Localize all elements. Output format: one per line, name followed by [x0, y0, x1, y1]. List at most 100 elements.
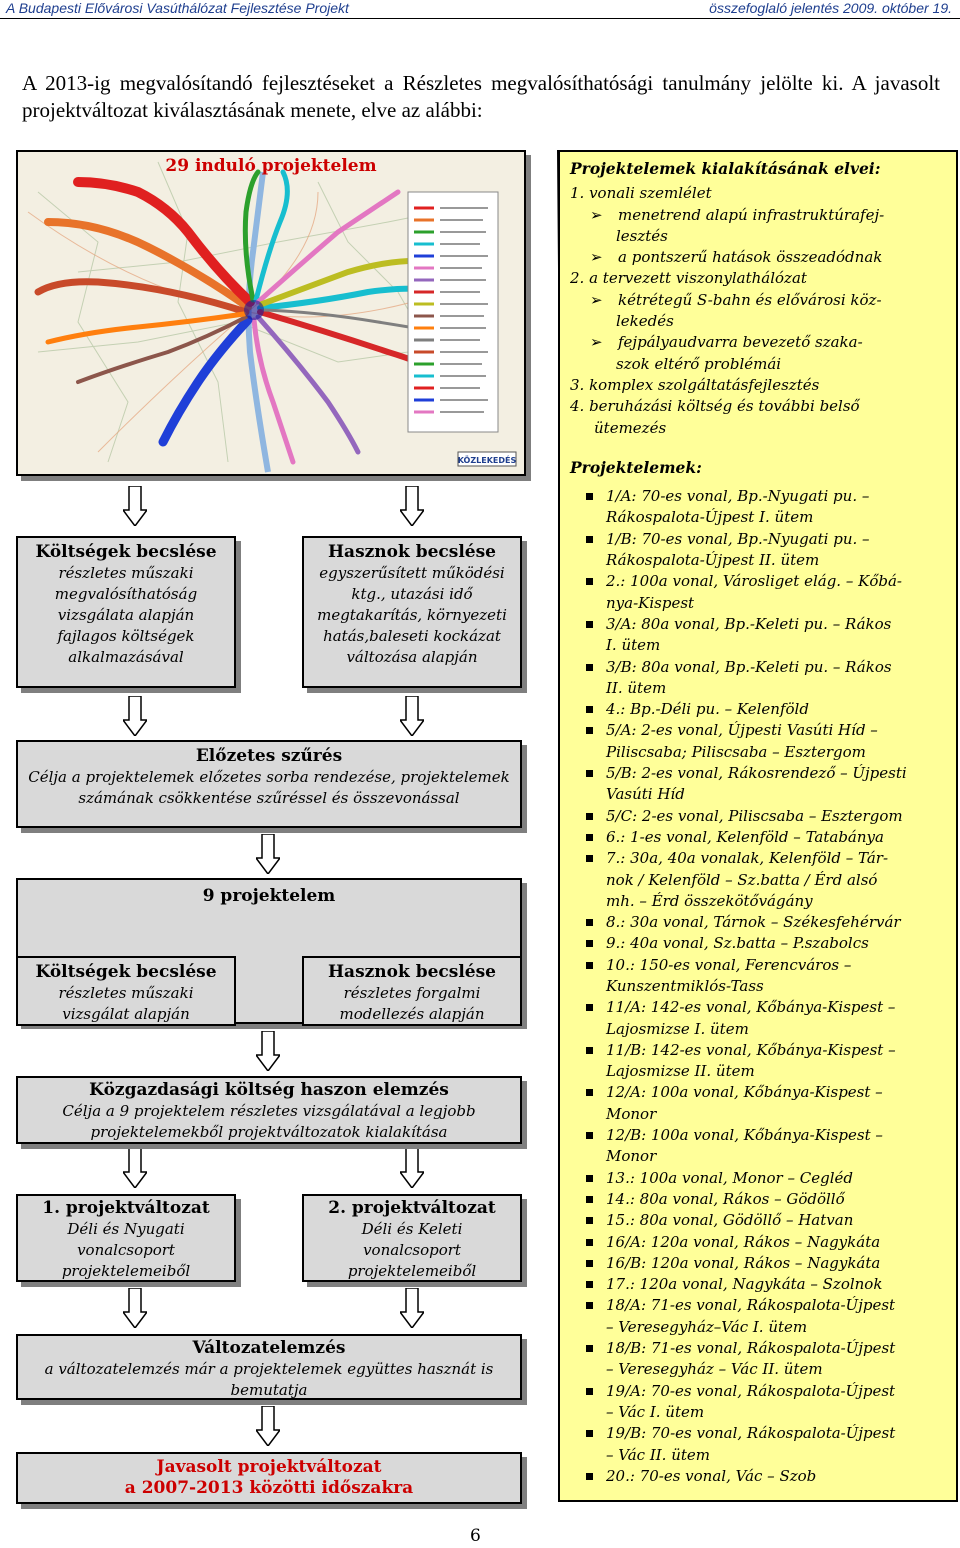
variant-1-box: 1. projektváltozat Déli és Nyugati vonal… [16, 1194, 236, 1282]
principles-panel: Projektelemek kialakításának elvei: 1. v… [558, 150, 958, 1502]
list-item: 2.: 100a vonal, Városliget elág. – Kőbá-… [570, 571, 946, 614]
list-item-line: Piliscsaba; Piliscsaba – Esztergom [606, 742, 866, 761]
list-item: 10.: 150-es vonal, Ferencváros – Kunszent… [570, 955, 946, 998]
page-header: A Budapesti Elővárosi Vasúthálózat Fejle… [0, 0, 960, 19]
arrow-down-icon [400, 1148, 424, 1188]
list-item: 16/B: 120a vonal, Rákos – Nagykáta [570, 1253, 946, 1274]
railway-network-map: KÖZLEKEDÉS [18, 152, 524, 474]
list-item-line: 10.: 150-es vonal, Ferencváros – [606, 955, 852, 974]
list-item: 14.: 80a vonal, Rákos – Gödöllő [570, 1189, 946, 1210]
list-item: 18/A: 71-es vonal, Rákospalota-Újpest– V… [570, 1295, 946, 1338]
recommended-variant-box: Javasolt projektváltozat a 2007-2013 köz… [16, 1452, 522, 1504]
list-item-line: Lajosmizse I. ütem [606, 1019, 749, 1038]
cost-estimate-2-text: részletes műszaki vizsgálat alapján [58, 984, 194, 1023]
cost-estimate-text: részletes műszaki megvalósíthatóság vizs… [54, 564, 198, 666]
variant-analysis-text: a változatelemzés már a projektelemek eg… [44, 1360, 494, 1399]
list-item-line: 19/A: 70-es vonal, Rákospalota-Újpest [606, 1381, 896, 1400]
list-item: 15.: 80a vonal, Gödöllő – Hatvan [570, 1210, 946, 1231]
principle-2a-cont: lekedés [616, 312, 674, 331]
list-item: 1/A: 70-es vonal, Bp.-Nyugati pu. – Rákos… [570, 486, 946, 529]
list-item-line: 1/B: 70-es vonal, Bp.-Nyugati pu. – [606, 529, 870, 548]
list-item-line: 20.: 70-es vonal, Vác – Szob [606, 1466, 817, 1485]
list-item-line: 13.: 100a vonal, Monor – Cegléd [606, 1168, 853, 1187]
list-item-line: 15.: 80a vonal, Gödöllő – Hatvan [606, 1211, 854, 1230]
list-item-line: 5/C: 2-es vonal, Piliscsaba – Esztergom [606, 806, 903, 825]
list-item-line: II. ütem [606, 678, 667, 697]
list-item: 5/C: 2-es vonal, Piliscsaba – Esztergom [570, 806, 946, 827]
project-map: 29 induló projektelem [16, 150, 526, 476]
header-report-date: összefoglaló jelentés 2009. október 19. [709, 0, 952, 16]
nine-elements-title: 9 projektelem [202, 886, 336, 906]
list-item-line: 7.: 30a, 40a vonalak, Kelenföld – Tár- [606, 849, 889, 868]
variant-analysis-title: Változatelemzés [192, 1338, 346, 1358]
list-item: 7.: 30a, 40a vonalak, Kelenföld – Tár-no… [570, 848, 946, 912]
list-item-line: nya-Kispest [606, 593, 695, 612]
list-item-line: 3/B: 80a vonal, Bp.-Keleti pu. – Rákos [606, 657, 892, 676]
elements-heading: Projektelemek: [570, 457, 702, 477]
principle-2b: ➢fejpályaudvarra bevezető szaka- [570, 332, 946, 353]
arrow-down-icon [123, 696, 147, 736]
pre-filter-box: Előzetes szűrés Célja a projektelemek el… [16, 740, 522, 828]
list-item-line: 18/A: 71-es vonal, Rákospalota-Újpest [606, 1296, 896, 1315]
pre-filter-title: Előzetes szűrés [195, 746, 343, 766]
list-item-line: nok / Kelenföld – Sz.batta / Érd alsó [606, 870, 878, 889]
arrow-bullet-icon: ➢ [590, 248, 603, 267]
list-item: 12/B: 100a vonal, Kőbánya-Kispest – Monor [570, 1125, 946, 1168]
list-item: 17.: 120a vonal, Nagykáta – Szolnok [570, 1274, 946, 1295]
arrow-down-icon [123, 486, 147, 526]
list-item-line: – Vác II. ütem [606, 1445, 711, 1464]
recommended-variant-line-1: Javasolt projektváltozat [156, 1457, 382, 1477]
list-item-line: Rákospalota-Újpest II. ütem [606, 551, 820, 570]
list-item: 8.: 30a vonal, Tárnok – Székesfehérvár [570, 912, 946, 933]
cost-estimate-box-2: Költségek becslése részletes műszaki viz… [16, 956, 236, 1026]
variant-2-box: 2. projektváltozat Déli és Keleti vonalc… [302, 1194, 522, 1282]
cba-text: Célja a 9 projektelem részletes vizsgála… [62, 1102, 476, 1141]
list-item: 19/B: 70-es vonal, Rákospalota-Újpest– V… [570, 1423, 946, 1466]
list-item-line: 4.: Bp.-Déli pu. – Kelenföld [606, 700, 809, 719]
principle-1a-cont: lesztés [616, 226, 668, 245]
list-item-line: 8.: 30a vonal, Tárnok – Székesfehérvár [606, 913, 901, 932]
list-item-line: 17.: 120a vonal, Nagykáta – Szolnok [606, 1275, 883, 1294]
list-item-line: 16/A: 120a vonal, Rákos – Nagykáta [606, 1232, 881, 1251]
list-item-line: Kunszentmiklós-Tass [606, 976, 764, 995]
arrow-down-icon [400, 1288, 424, 1328]
pre-filter-text: Célja a projektelemek előzetes sorba ren… [28, 768, 510, 807]
list-item-line: 1/A: 70-es vonal, Bp.-Nyugati pu. – [606, 487, 870, 506]
list-item-line: Monor [606, 1104, 657, 1123]
principle-1a: ➢menetrend alapú infrastruktúrafej- [570, 205, 946, 226]
arrow-bullet-icon: ➢ [590, 205, 603, 224]
benefit-estimate-2-text: részletes forgalmi modellezés alapján [339, 984, 485, 1023]
list-item: 5/A: 2-es vonal, Újpesti Vasúti Híd –Pil… [570, 720, 946, 763]
variant-2-title: 2. projektváltozat [328, 1198, 496, 1218]
cost-estimate-title: Költségek becslése [35, 542, 217, 562]
arrow-down-icon [400, 696, 424, 736]
arrow-down-icon [256, 834, 280, 874]
list-item: 11/B: 142-es vonal, Kőbánya-Kispest –Laj… [570, 1040, 946, 1083]
list-item-line: – Veresegyház – Vác II. ütem [606, 1360, 823, 1379]
cba-title: Közgazdasági költség haszon elemzés [89, 1080, 449, 1100]
list-item-line: 12/A: 100a vonal, Kőbánya-Kispest – [606, 1083, 883, 1102]
list-item: 18/B: 71-es vonal, Rákospalota-Újpest– V… [570, 1338, 946, 1381]
page-number: 6 [470, 1526, 481, 1546]
principle-2a: ➢kétrétegű S-bahn és elővárosi köz- [570, 290, 946, 311]
arrow-down-icon [256, 1031, 280, 1071]
benefit-estimate-text: egyszerűsített működési ktg., utazási id… [317, 564, 507, 666]
list-item-line: 11/B: 142-es vonal, Kőbánya-Kispest – [606, 1040, 896, 1059]
benefit-estimate-2-title: Hasznok becslése [328, 962, 496, 982]
list-item: 19/A: 70-es vonal, Rákospalota-Újpest– V… [570, 1381, 946, 1424]
list-item-line: Monor [606, 1147, 657, 1166]
list-item: 4.: Bp.-Déli pu. – Kelenföld [570, 699, 946, 720]
list-item-line: Rákospalota-Újpest I. ütem [606, 508, 814, 527]
list-item-line: 12/B: 100a vonal, Kőbánya-Kispest – [606, 1126, 883, 1145]
principle-4-cont: ütemezés [594, 418, 667, 437]
list-item: 11/A: 142-es vonal, Kőbánya-Kispest –Laj… [570, 997, 946, 1040]
benefit-estimate-title: Hasznok becslése [328, 542, 496, 562]
arrow-down-icon [256, 1406, 280, 1446]
list-item-line: 3/A: 80a vonal, Bp.-Keleti pu. – Rákos [606, 614, 892, 633]
list-item-line: 9.: 40a vonal, Sz.batta – P.szabolcs [606, 934, 869, 953]
list-item-line: 5/B: 2-es vonal, Rákosrendező – Újpesti [606, 764, 907, 783]
cost-estimate-box-1: Költségek becslése részletes műszaki meg… [16, 536, 236, 688]
arrow-bullet-icon: ➢ [590, 333, 603, 352]
